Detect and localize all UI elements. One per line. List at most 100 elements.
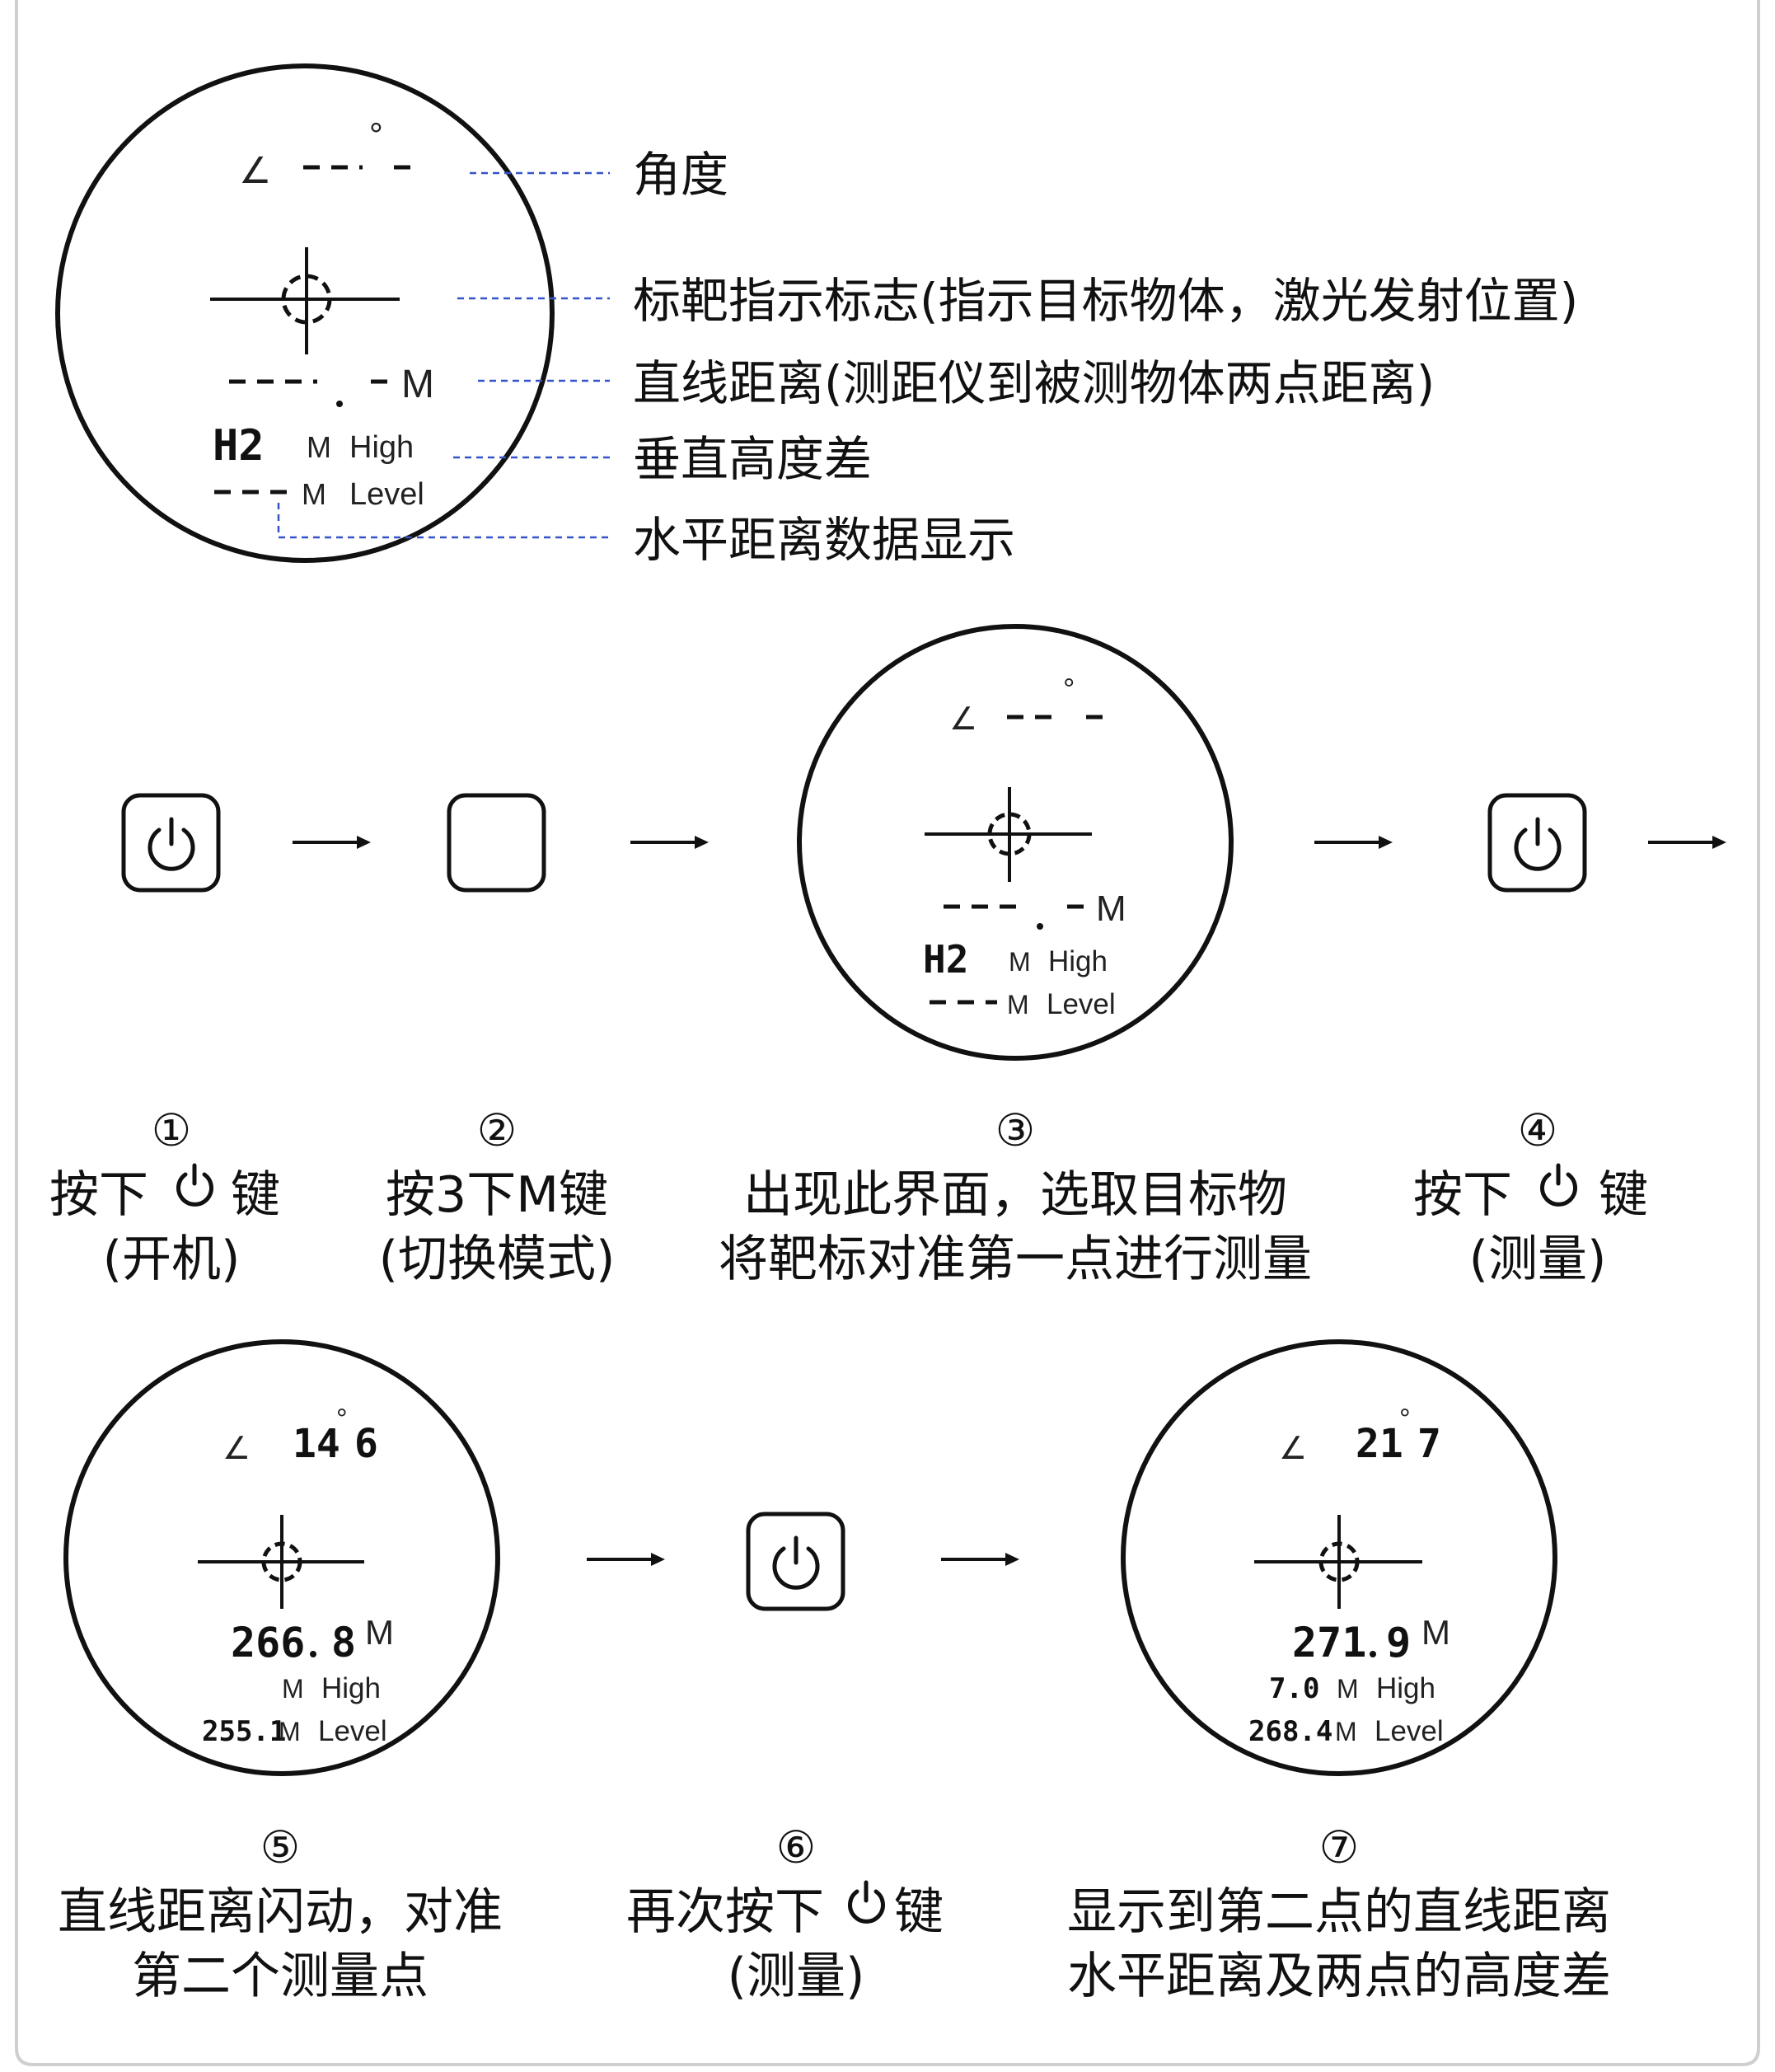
- svg-text:显示到第二点的直线距离: 显示到第二点的直线距离: [1067, 1883, 1611, 1941]
- high-label: High: [1048, 945, 1108, 977]
- svg-text:第二个测量点: 第二个测量点: [132, 1948, 429, 2005]
- mode-indicator: H2: [923, 937, 968, 982]
- angle-symbol: ∠: [1279, 1432, 1307, 1466]
- crosshair-icon: [210, 247, 400, 354]
- distance-int: 271: [1292, 1619, 1366, 1667]
- scope-step5: ∠ 14 ° 6 266 8 M M High 255.1 M Level: [63, 1339, 500, 1776]
- angle-value: 21: [1356, 1421, 1403, 1467]
- crosshair-icon: [198, 1515, 364, 1609]
- svg-text:(测量): (测量): [1469, 1231, 1607, 1288]
- crosshair-icon: [925, 787, 1092, 882]
- level-label: Level: [318, 1715, 387, 1747]
- scope-step7: ∠ 21 ° 7 271 9 M 7.0 M High 268.4 M Leve…: [1121, 1339, 1557, 1776]
- distance-unit: M: [365, 1613, 394, 1652]
- svg-text:①: ①: [152, 1104, 191, 1156]
- callout-angle: 角度: [633, 147, 728, 203]
- callout-height: 垂直高度差: [633, 431, 872, 487]
- arrow-right-icon: [941, 1553, 1019, 1566]
- power-icon: [848, 1880, 885, 1924]
- degree-symbol: °: [336, 1404, 348, 1435]
- distance-unit: M: [401, 363, 434, 406]
- degree-symbol: °: [1399, 1404, 1411, 1435]
- angle-tenth: 7: [1417, 1421, 1441, 1467]
- mode-indicator: H2: [213, 421, 265, 471]
- distance-int: 266: [231, 1619, 305, 1667]
- callout-horizontal: 水平距离数据显示: [633, 512, 1015, 568]
- crosshair-icon: [1254, 1515, 1422, 1609]
- step-caption-7: ⑦ 显示到第二点的直线距离 水平距离及两点的高度差: [1067, 1821, 1611, 2005]
- svg-text:(测量): (测量): [728, 1948, 865, 2005]
- svg-text:直线距离闪动，对准: 直线距离闪动，对准: [58, 1883, 503, 1941]
- power-button-step4: [1487, 793, 1587, 893]
- high-unit: M: [1009, 947, 1031, 977]
- svg-text:(切换模式): (切换模式): [379, 1231, 616, 1288]
- step-caption-1: ① 按下 键 (开机): [49, 1104, 280, 1288]
- svg-text:将靶标对准第一点进行测量: 将靶标对准第一点进行测量: [719, 1231, 1312, 1288]
- svg-text:③: ③: [995, 1104, 1035, 1156]
- svg-text:键: 键: [231, 1166, 280, 1224]
- arrow-right-icon: [587, 1553, 665, 1566]
- high-value: 7.0: [1269, 1672, 1319, 1705]
- power-icon: [148, 817, 195, 871]
- power-icon: [1514, 817, 1562, 871]
- callout-distance: 直线距离(测距仪到被测物体两点距离): [633, 355, 1435, 411]
- arrow-right-icon: [293, 836, 371, 849]
- level-unit: M: [279, 1717, 301, 1746]
- scope-step3: ∠ ° M H2 M High M Level: [797, 624, 1234, 1061]
- svg-text:再次按下: 再次按下: [626, 1883, 824, 1941]
- step-caption-5: ⑤ 直线距离闪动，对准 第二个测量点: [58, 1821, 503, 2005]
- svg-text:⑦: ⑦: [1319, 1821, 1359, 1873]
- svg-text:⑥: ⑥: [776, 1821, 816, 1873]
- level-label: Level: [349, 477, 424, 512]
- high-unit: M: [1337, 1674, 1359, 1704]
- step-caption-4: ④ 按下 键 (测量): [1413, 1104, 1648, 1288]
- step-caption-3: ③ 出现此界面，选取目标物 将靶标对准第一点进行测量: [719, 1104, 1312, 1288]
- level-unit: M: [1007, 990, 1029, 1020]
- degree-symbol: °: [369, 115, 383, 154]
- level-unit: M: [302, 477, 326, 511]
- callout-target: 标靶指示标志(指示目标物体，激光发射位置): [633, 273, 1578, 329]
- blank-square-button: [447, 793, 546, 893]
- power-button-step1: [121, 793, 221, 893]
- degree-symbol: °: [1063, 672, 1075, 706]
- scope-circle: [797, 624, 1234, 1061]
- svg-text:④: ④: [1518, 1104, 1557, 1156]
- power-icon: [176, 1163, 213, 1207]
- arrow-right-icon: [630, 836, 709, 849]
- svg-text:按下: 按下: [1413, 1166, 1512, 1224]
- svg-text:按下: 按下: [49, 1166, 148, 1224]
- scope-diagram-main: ∠ ° M H2 M High M Level: [55, 63, 555, 563]
- high-unit: M: [282, 1674, 304, 1704]
- level-value: 255.1: [202, 1715, 286, 1748]
- svg-text:键: 键: [1599, 1166, 1648, 1224]
- angle-symbol: ∠: [239, 151, 271, 191]
- svg-text:水平距离及两点的高度差: 水平距离及两点的高度差: [1067, 1948, 1611, 2005]
- step-caption-2: ② 按3下M键 (切换模式): [379, 1104, 616, 1288]
- arrow-right-icon: [1314, 836, 1393, 849]
- level-unit: M: [1335, 1717, 1357, 1746]
- distance-dec: 9: [1386, 1619, 1411, 1667]
- svg-text:⑤: ⑤: [260, 1821, 300, 1873]
- card-frame: [15, 0, 1760, 2066]
- power-button-step6: [746, 1512, 845, 1611]
- svg-text:按3下M键: 按3下M键: [386, 1166, 608, 1224]
- svg-text:②: ②: [477, 1104, 517, 1156]
- distance-dec: 8: [331, 1619, 356, 1667]
- level-label: Level: [1375, 1715, 1444, 1747]
- high-label: High: [321, 1672, 381, 1704]
- distance-unit: M: [1421, 1613, 1450, 1652]
- high-label: High: [1376, 1672, 1435, 1704]
- power-icon: [772, 1535, 820, 1590]
- distance-unit: M: [1096, 888, 1126, 929]
- svg-text:(开机): (开机): [103, 1231, 241, 1288]
- high-label: High: [349, 430, 414, 465]
- step-caption-6: ⑥ 再次按下 键 (测量): [626, 1821, 944, 2005]
- angle-value: 14: [293, 1421, 340, 1467]
- power-icon: [1540, 1163, 1577, 1207]
- level-value: 268.4: [1248, 1715, 1332, 1748]
- angle-symbol: ∠: [949, 702, 977, 737]
- svg-text:出现此界面，选取目标物: 出现此界面，选取目标物: [743, 1166, 1287, 1224]
- level-label: Level: [1047, 988, 1116, 1020]
- callout-leaders: [277, 171, 610, 539]
- angle-symbol: ∠: [222, 1432, 251, 1466]
